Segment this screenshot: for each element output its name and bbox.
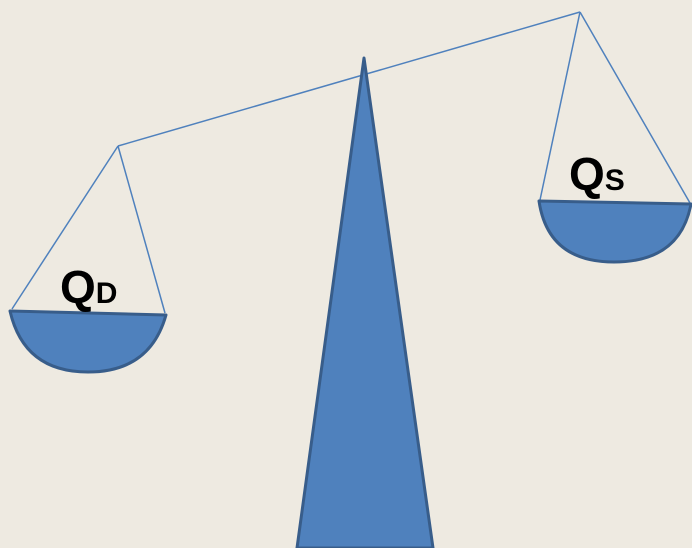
left-pan-label-main: Q	[60, 261, 96, 313]
left-pan-label: QD	[60, 261, 117, 313]
right-pan-label-sub: S	[605, 164, 625, 197]
left-pan-strings	[11, 145, 166, 314]
right-pan-label: QS	[569, 148, 625, 200]
left-pan	[8, 309, 168, 374]
left-pan-label-sub: D	[96, 277, 118, 310]
right-pan	[537, 199, 692, 264]
scale-fulcrum	[295, 56, 435, 548]
right-pan-label-main: Q	[569, 148, 605, 200]
right-pan-strings	[539, 11, 691, 204]
scale-beam	[117, 11, 581, 147]
